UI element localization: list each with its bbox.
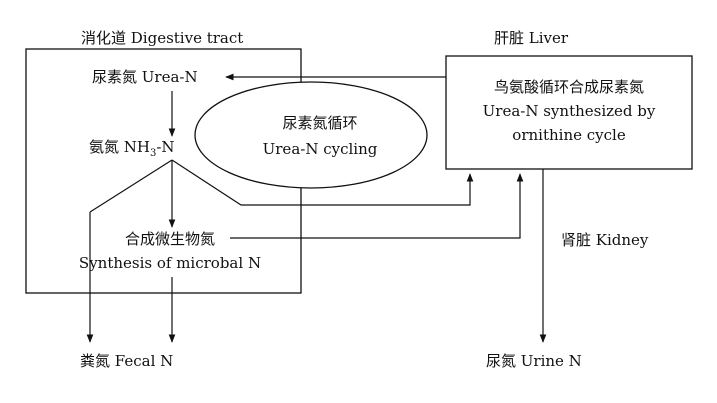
liver-box-line-2: Urea-N synthesized by [483,102,656,120]
branch-left [89,159,173,213]
arrow-ammonia-to-liver [171,159,474,206]
cycling-label-en: Urea-N cycling [263,140,378,158]
liver-box-line-3: ornithine cycle [512,126,626,144]
liver-box-line-1: 鸟氨酸循环合成尿素氮 [494,78,644,96]
kidney-label: 肾脏 Kidney [561,231,649,249]
fecal-n-label: 粪氮 Fecal N [80,352,173,370]
digestive-tract-title: 消化道 Digestive tract [81,29,243,47]
ammonia-suffix: -N [156,138,174,156]
arrow-microbial-to-liver [230,173,524,239]
urine-n-label: 尿氮 Urine N [486,352,582,370]
ammonia-subscript: 3 [150,148,156,159]
ammonia-n-label: 氨氮 NH3-N [89,138,175,159]
microbial-n-en: Synthesis of microbal N [79,254,261,272]
ammonia-prefix: 氨氮 NH [89,138,150,156]
urea-n-label: 尿素氮 Urea-N [92,68,198,86]
liver-box [445,55,693,170]
microbial-n-zh: 合成微生物氮 [125,230,215,248]
urea-cycling-ellipse [194,81,428,189]
cycling-label-zh: 尿素氮循环 [282,114,357,132]
liver-title: 肝脏 Liver [494,29,569,47]
